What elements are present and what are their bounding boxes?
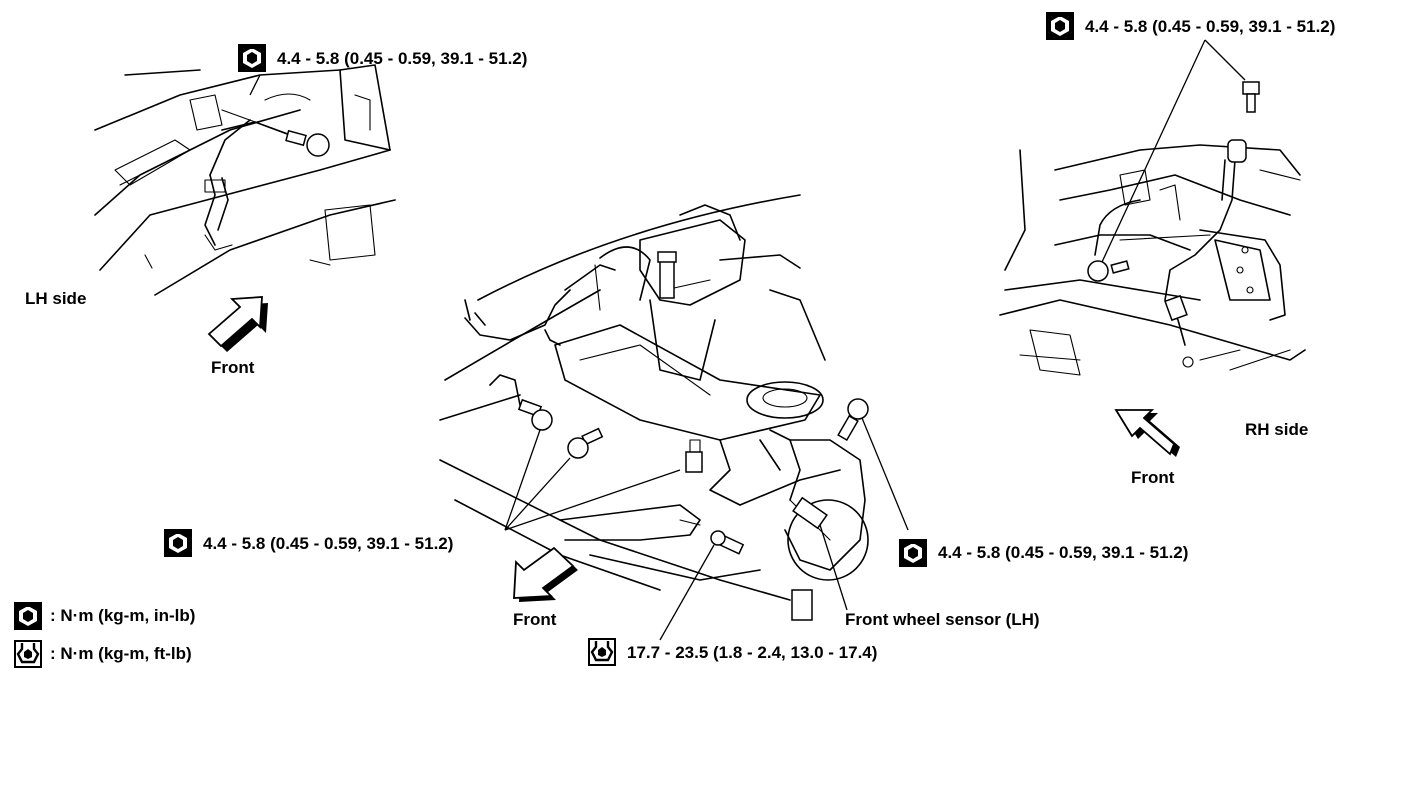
torque-spec-lh-top: 4.4 - 5.8 (0.45 - 0.59, 39.1 - 51.2) [277, 49, 528, 68]
torque-spec-center-bottom: 17.7 - 23.5 (1.8 - 2.4, 13.0 - 17.4) [627, 643, 878, 662]
torque-wrench-filled-icon [164, 529, 192, 557]
torque-wrench-filled-icon [899, 539, 927, 567]
rh-side-illustration [999, 39, 1306, 376]
wheel-sensor-label: Front wheel sensor (LH) [845, 610, 1040, 629]
legend-open-wrench-icon [14, 640, 42, 668]
front-arrow-lh [207, 296, 268, 352]
torque-wrench-open-icon [588, 638, 616, 666]
center-illustration [439, 194, 909, 641]
front-label-lh: Front [211, 358, 255, 377]
lh-side-label: LH side [25, 289, 87, 308]
rh-side-label: RH side [1245, 420, 1309, 439]
torque-wrench-filled-icon [238, 44, 266, 72]
lh-side-illustration [94, 64, 396, 296]
front-arrow-rh [1114, 409, 1180, 457]
front-label-rh: Front [1131, 468, 1175, 487]
torque-spec-center-right: 4.4 - 5.8 (0.45 - 0.59, 39.1 - 51.2) [938, 543, 1189, 562]
legend-filled-wrench-icon [14, 602, 42, 630]
torque-wrench-filled-icon [1046, 12, 1074, 40]
torque-spec-rh-top: 4.4 - 5.8 (0.45 - 0.59, 39.1 - 51.2) [1085, 17, 1336, 36]
torque-spec-center-left: 4.4 - 5.8 (0.45 - 0.59, 39.1 - 51.2) [203, 534, 454, 553]
legend-filled-wrench-text: : N·m (kg-m, in-lb) [50, 606, 196, 625]
legend-open-wrench-text: : N·m (kg-m, ft-lb) [50, 644, 192, 663]
front-label-center: Front [513, 610, 557, 629]
front-arrow-center [513, 546, 578, 602]
